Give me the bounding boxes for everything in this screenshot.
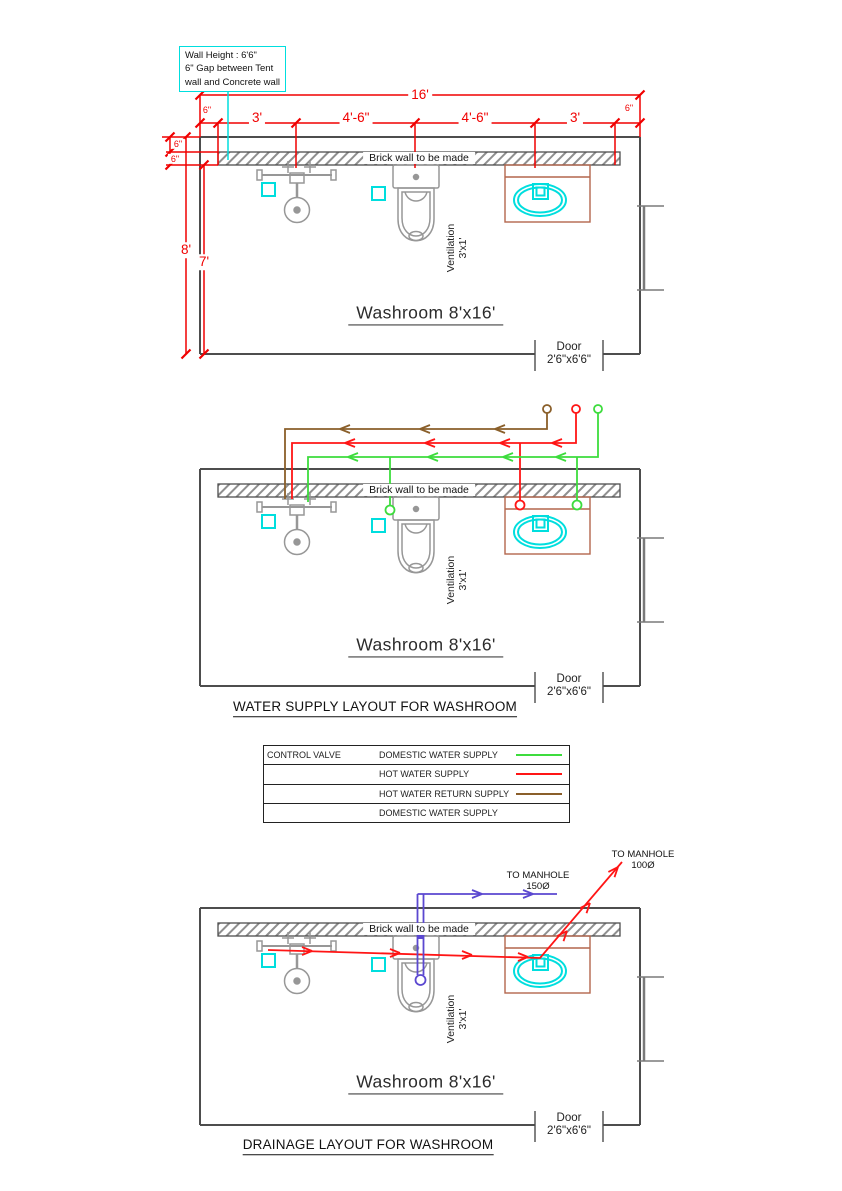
dim-6in-left: 6": [202, 104, 212, 115]
brick-wall-label-3: Brick wall to be made: [363, 922, 475, 936]
domestic-water-supply-pipe: [307, 404, 603, 516]
legend-control-valve: CONTROL VALVE: [267, 750, 341, 761]
door-size: 2'6"x6'6": [547, 354, 591, 366]
hot-water-supply-pipe: [291, 404, 581, 511]
ventilation-text: Ventilation: [444, 994, 457, 1044]
door-label-1: Door 2'6"x6'6": [547, 341, 591, 367]
door-text: Door: [556, 1111, 582, 1124]
room-label-3: Washroom 8'x16': [348, 1071, 504, 1095]
door-text: Door: [556, 672, 582, 685]
door-size: 2'6"x6'6": [547, 686, 591, 698]
drainage-lines: [267, 861, 623, 986]
legend-swatch-red: [516, 773, 562, 776]
manhole-text: TO MANHOLE: [611, 849, 675, 861]
ventilation-text: Ventilation: [444, 555, 457, 605]
dim-gap-6in: 6": [170, 138, 186, 150]
legend-label: DOMESTIC WATER SUPPLY: [379, 750, 498, 761]
dim-4ft6-left: 4'-6": [339, 110, 373, 126]
door-text: Door: [556, 340, 582, 353]
legend-label: HOT WATER RETURN SUPPLY: [379, 788, 510, 799]
note-line-1: Wall Height : 6'6": [185, 50, 257, 61]
legend-row-hot: HOT WATER SUPPLY: [264, 765, 569, 785]
hot-water-return-pipe: [284, 404, 552, 499]
ventilation-size: 3'x1': [457, 237, 469, 259]
door-label-2: Door 2'6"x6'6": [547, 673, 591, 699]
brick-wall-label-2: Brick wall to be made: [363, 483, 475, 497]
ventilation-label-2: Ventilation 3'x1': [445, 556, 469, 604]
legend-row-domestic-2: DOMESTIC WATER SUPPLY: [264, 804, 569, 822]
note-line-3: wall and Concrete wall: [185, 76, 281, 88]
legend-row-hot-return: HOT WATER RETURN SUPPLY: [264, 785, 569, 804]
legend-table: CONTROL VALVE DOMESTIC WATER SUPPLY HOT …: [263, 745, 570, 823]
manhole-100-label: TO MANHOLE 100Ø: [611, 849, 675, 872]
plan-drainage: [198, 906, 666, 1144]
water-supply-title: WATER SUPPLY LAYOUT FOR WASHROOM: [233, 699, 517, 717]
room-label-2: Washroom 8'x16': [348, 634, 504, 658]
plan-dimensioned: [198, 135, 666, 373]
dim-3ft-left: 3': [248, 110, 266, 126]
dim-6in-right: 6": [624, 102, 634, 113]
legend-row-domestic: CONTROL VALVE DOMESTIC WATER SUPPLY: [264, 746, 569, 766]
legend-swatch-none: [516, 812, 562, 814]
legend-label: HOT WATER SUPPLY: [379, 769, 470, 780]
door-size: 2'6"x6'6": [547, 1125, 591, 1137]
ventilation-size: 3'x1': [457, 1008, 469, 1030]
legend-swatch-brown: [516, 792, 562, 795]
plan-water-supply: [198, 467, 666, 705]
manhole-150-label: TO MANHOLE 150Ø: [506, 870, 570, 893]
drainage-title: DRAINAGE LAYOUT FOR WASHROOM: [242, 1137, 494, 1155]
legend-label: DOMESTIC WATER SUPPLY: [379, 807, 498, 818]
note-line-2: 6" Gap between Tent: [185, 63, 274, 75]
dim-height-8ft: 8': [177, 242, 195, 258]
ventilation-text: Ventilation: [444, 223, 457, 273]
legend-swatch-green: [516, 754, 562, 757]
wall-height-note: Wall Height : 6'6" 6" Gap between Tent w…: [179, 46, 287, 93]
dim-4ft6-right: 4'-6": [458, 110, 492, 126]
ventilation-label-3: Ventilation 3'x1': [445, 995, 469, 1043]
dim-height-7ft: 7': [195, 254, 213, 270]
room-label-1: Washroom 8'x16': [348, 302, 504, 326]
manhole-text: TO MANHOLE: [506, 870, 570, 882]
dim-wall-6in: 6": [167, 153, 183, 165]
manhole-size: 150Ø: [526, 881, 550, 892]
ventilation-size: 3'x1': [457, 569, 469, 591]
brick-wall-label-1: Brick wall to be made: [363, 151, 475, 165]
dim-overall-width: 16': [408, 87, 432, 103]
drain-line-100: [267, 861, 623, 962]
ventilation-label-1: Ventilation 3'x1': [445, 224, 469, 272]
door-label-3: Door 2'6"x6'6": [547, 1112, 591, 1138]
water-supply-pipes: [284, 404, 603, 516]
dim-3ft-right: 3': [566, 110, 584, 126]
manhole-size: 100Ø: [631, 860, 655, 871]
